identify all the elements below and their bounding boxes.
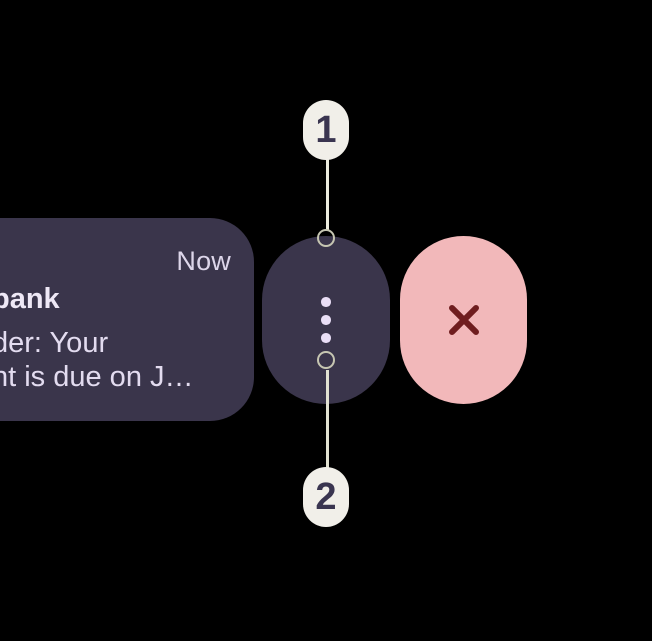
notification-timestamp: Now <box>176 246 231 276</box>
annotation-connector-1 <box>326 158 329 230</box>
notification-dismiss-button[interactable] <box>400 236 527 404</box>
annotation-connector-2 <box>326 370 329 468</box>
annotation-badge-2: 2 <box>303 467 349 527</box>
annotation-badge-1: 1 <box>303 100 349 160</box>
annotation-anchor-2 <box>317 351 335 369</box>
more-vert-icon <box>321 297 331 343</box>
notification-body: der: Your nt is due on J… <box>0 326 194 394</box>
notification-body-line2: nt is due on J… <box>0 361 194 393</box>
notification-card[interactable]: Now bank der: Your nt is due on J… <box>0 218 254 421</box>
notification-body-line1: der: Your <box>0 327 109 359</box>
annotation-anchor-1 <box>317 229 335 247</box>
notification-title: bank <box>0 283 60 315</box>
close-icon <box>448 305 479 335</box>
